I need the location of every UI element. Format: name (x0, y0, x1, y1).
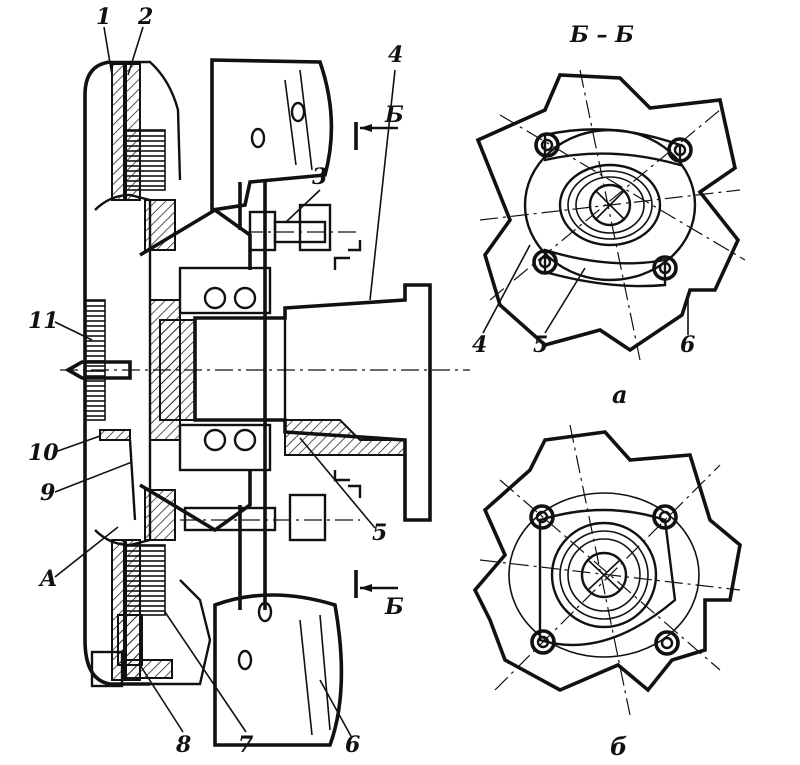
section-arrow-top-head (360, 124, 372, 132)
view-a-upper-strap (543, 128, 682, 167)
view-b-bolts (529, 504, 680, 656)
leader-lines (54, 26, 396, 739)
view-a-axis-v (579, 69, 641, 361)
label-4: 4 (388, 42, 403, 68)
upper-nut (298, 203, 332, 252)
center-cone (64, 360, 132, 380)
label-a: A (38, 566, 57, 592)
view-b-center (580, 551, 628, 599)
fan-blade-upper (210, 58, 334, 213)
blade-hole-1 (250, 127, 266, 149)
view-a-coil-2 (567, 170, 653, 240)
label-7: 7 (238, 732, 254, 758)
view-a-label-5: 5 (533, 332, 548, 358)
view-b-ring-2 (559, 530, 649, 620)
view-b-outer-circle (508, 492, 700, 658)
bearing-ball-lower-1 (203, 428, 227, 452)
plate-10 (99, 429, 131, 441)
view-b-plate (538, 508, 677, 647)
label-10: 10 (28, 440, 59, 466)
label-11: 11 (28, 308, 59, 334)
spline-hub (159, 319, 196, 421)
label-5: 5 (372, 520, 387, 546)
bearing-ball-lower-2 (233, 428, 257, 452)
view-a-center-cross (594, 189, 626, 221)
view-b-axis-v (569, 424, 631, 716)
caption-view-b: б (610, 732, 627, 761)
bearing-housing-upper (178, 266, 272, 315)
labels: 1 2 3 4 5 6 7 8 9 10 11 A Б Б Б – Б 4 5 … (28, 4, 695, 761)
shaft-flange-hatch (284, 419, 406, 456)
view-a-axis-d1 (499, 114, 746, 261)
section-title: Б – Б (569, 22, 634, 48)
view-b-center-cross (587, 559, 621, 591)
view-b-ring-1 (550, 521, 658, 629)
blade-hole-2 (290, 101, 306, 123)
label-b-top: Б (384, 102, 404, 128)
blade-lower-lines (299, 614, 331, 736)
label-3: 3 (312, 164, 327, 190)
label-8: 8 (175, 732, 191, 758)
corner-mark-upper (333, 240, 362, 270)
view-a (475, 69, 746, 361)
view-a-label-4: 4 (472, 332, 487, 358)
view-a-center (588, 183, 632, 227)
clutch-section-view (54, 26, 470, 747)
fan-blade-lower (213, 593, 344, 747)
spring-lower (124, 544, 166, 616)
view-a-coil-3 (575, 176, 645, 234)
view-b-outline (472, 430, 742, 693)
label-2: 2 (137, 4, 153, 30)
lower-nut (288, 493, 327, 542)
shaft-4 (193, 283, 432, 522)
spring-11 (84, 299, 106, 421)
web-lower (139, 470, 252, 533)
view-a-bolts (532, 132, 693, 281)
upper-bolt-head (248, 210, 277, 252)
view-a-leader-5 (544, 267, 586, 334)
bearing-housing-lower (178, 423, 272, 472)
plate-1 (111, 63, 125, 201)
view-b-axis-d1 (499, 479, 721, 671)
bearing-ball-upper-1 (203, 286, 227, 310)
view-a-axis-d2 (489, 109, 721, 301)
view-a-label-6: 6 (680, 332, 695, 358)
plate-9 (128, 439, 137, 521)
lower-block-8 (117, 614, 143, 666)
view-a-outline (475, 73, 741, 353)
view-a-lower-strap (543, 248, 667, 288)
view-b (472, 424, 742, 716)
outer-cover (83, 60, 150, 686)
spring-upper (124, 129, 166, 191)
rod-plate (238, 182, 267, 610)
label-9: 9 (40, 480, 55, 506)
cover-top (110, 60, 182, 181)
view-a-coil-1 (558, 163, 662, 247)
bearing-ball-upper-2 (233, 286, 257, 310)
section-arrow-bottom-head (360, 584, 372, 592)
label-1: 1 (96, 4, 111, 30)
view-b-ring-3 (567, 538, 641, 612)
blade-hole-4 (237, 649, 253, 671)
label-b-bottom: Б (384, 594, 404, 620)
lower-bolt-shank (183, 506, 277, 532)
web-upper (139, 207, 252, 270)
lower-rim (150, 579, 212, 686)
label-6: 6 (345, 732, 360, 758)
blade-upper-lines (284, 69, 313, 171)
caption-view-a: а (612, 380, 628, 409)
view-a-leader-4 (482, 244, 531, 334)
